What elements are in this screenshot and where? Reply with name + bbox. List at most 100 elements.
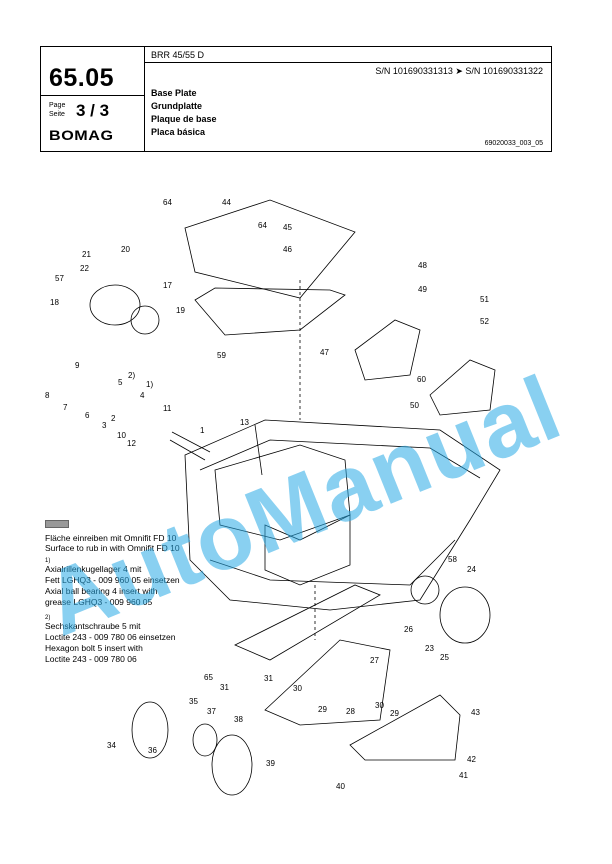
- title-fr: Plaque de base: [151, 114, 217, 124]
- callout-label: 26: [404, 625, 413, 634]
- callout-label: 48: [418, 261, 427, 270]
- cover-40: [349, 694, 461, 761]
- callout-label: 22: [80, 264, 89, 273]
- callout-label: 51: [480, 295, 489, 304]
- disc-34: [131, 701, 169, 759]
- callout-label: 6: [85, 411, 90, 420]
- callout-label: 46: [283, 245, 292, 254]
- note1-mark: 1): [45, 558, 51, 564]
- callout-label: 2: [111, 414, 116, 423]
- model-name: BRR 45/55 D: [151, 50, 205, 60]
- title-en: Base Plate: [151, 88, 197, 98]
- callout-label: 10: [117, 431, 126, 440]
- serial-range: S/N 101690331313 ➤ S/N 101690331322: [375, 66, 543, 76]
- callout-label: 27: [370, 656, 379, 665]
- callout-label: 21: [82, 250, 91, 259]
- note2-en-a: Hexagon bolt 5 insert with: [45, 643, 143, 653]
- callout-label: 3: [102, 421, 107, 430]
- plate-27: [264, 639, 391, 726]
- bomag-logo: BOMAG: [49, 127, 114, 143]
- callout-label: 58: [448, 555, 457, 564]
- note1-de-b: Fett LGHQ3 - 009 960 05 einsetzen: [45, 575, 180, 585]
- cover-plate-44: [184, 199, 356, 299]
- legend-shaded-en: Surface to rub in with Omnifit FD 10: [45, 543, 180, 553]
- callout-label: 57: [55, 274, 64, 283]
- callout-label: 60: [417, 375, 426, 384]
- title-block-divider: [144, 47, 145, 151]
- callout-label: 45: [283, 223, 292, 232]
- drawing-number: 69020033_003_05: [484, 140, 543, 147]
- callout-label: 34: [107, 741, 116, 750]
- callout-label: 50: [410, 401, 419, 410]
- callout-label: 1): [146, 380, 153, 389]
- callout-label: 25: [440, 653, 449, 662]
- callout-label: 39: [266, 759, 275, 768]
- callout-label: 31: [264, 674, 273, 683]
- callout-label: 24: [467, 565, 476, 574]
- shaft-1: [169, 431, 211, 461]
- callout-label: 31: [220, 683, 229, 692]
- page-titles: Base Plate Grundplatte Plaque de base Pl…: [151, 87, 217, 139]
- callout-label: 35: [189, 697, 198, 706]
- callout-label: 29: [318, 705, 327, 714]
- callout-label: 17: [163, 281, 172, 290]
- callout-label: 41: [459, 771, 468, 780]
- note2-de-a: Sechskantschraube 5 mit: [45, 621, 141, 631]
- callout-label: 13: [240, 418, 249, 427]
- gasket-59: [194, 287, 346, 336]
- callout-label: 49: [418, 285, 427, 294]
- frame-65: [234, 584, 381, 661]
- callout-label: 12: [127, 439, 136, 448]
- callout-label: 44: [222, 198, 231, 207]
- callout-label: 40: [336, 782, 345, 791]
- callout-label: 9: [75, 361, 80, 370]
- title-de: Grundplatte: [151, 101, 202, 111]
- callout-label: 30: [293, 684, 302, 693]
- page-number: 65.05: [49, 64, 115, 92]
- bracket-47: [354, 319, 421, 381]
- base-plate-outline: [184, 419, 501, 611]
- callout-label: 4: [140, 391, 145, 400]
- callout-label: 64: [258, 221, 267, 230]
- callout-label: 59: [217, 351, 226, 360]
- callout-label: 47: [320, 348, 329, 357]
- shaded-area-swatch: [45, 520, 69, 528]
- page-fraction: 3 / 3: [76, 101, 110, 120]
- callout-label: 64: [163, 198, 172, 207]
- callout-label: 37: [207, 707, 216, 716]
- title-es: Placa básica: [151, 127, 206, 137]
- callout-label: 20: [121, 245, 130, 254]
- callout-label: 8: [45, 391, 50, 400]
- callout-label: 19: [176, 306, 185, 315]
- callout-label: 7: [63, 403, 68, 412]
- title-block-rule: [41, 95, 144, 96]
- bracket-50: [429, 359, 496, 416]
- callout-label: 1: [200, 426, 205, 435]
- callout-label: 23: [425, 644, 434, 653]
- note2-en-b: Loctite 243 - 009 780 06: [45, 654, 137, 664]
- callout-label: 43: [471, 708, 480, 717]
- disc-38: [211, 734, 253, 796]
- title-block-rule: [144, 62, 551, 63]
- note1-de-a: Axialrillenkugellager 4 mit: [45, 564, 142, 574]
- note2-de-b: Loctite 243 - 009 780 06 einsetzen: [45, 632, 176, 642]
- callout-label: 2): [128, 371, 135, 380]
- note2-mark: 2): [45, 615, 51, 621]
- note1-en-a: Axial ball bearing 4 insert with: [45, 586, 158, 596]
- callout-label: 18: [50, 298, 59, 307]
- note1-en-b: grease LGHQ3 - 009 960 05: [45, 597, 153, 607]
- callout-label: 5: [118, 378, 123, 387]
- callout-label: 29: [390, 709, 399, 718]
- callout-label: 11: [163, 404, 172, 413]
- callout-label: 30: [375, 701, 384, 710]
- callout-label: 36: [148, 746, 157, 755]
- callout-label: 42: [467, 755, 476, 764]
- callout-label: 65: [204, 673, 213, 682]
- legend-shaded-de: Fläche einreiben mit Omnifit FD 10: [45, 533, 177, 543]
- callout-label: 38: [234, 715, 243, 724]
- callout-label: 28: [346, 707, 355, 716]
- callout-label: 52: [480, 317, 489, 326]
